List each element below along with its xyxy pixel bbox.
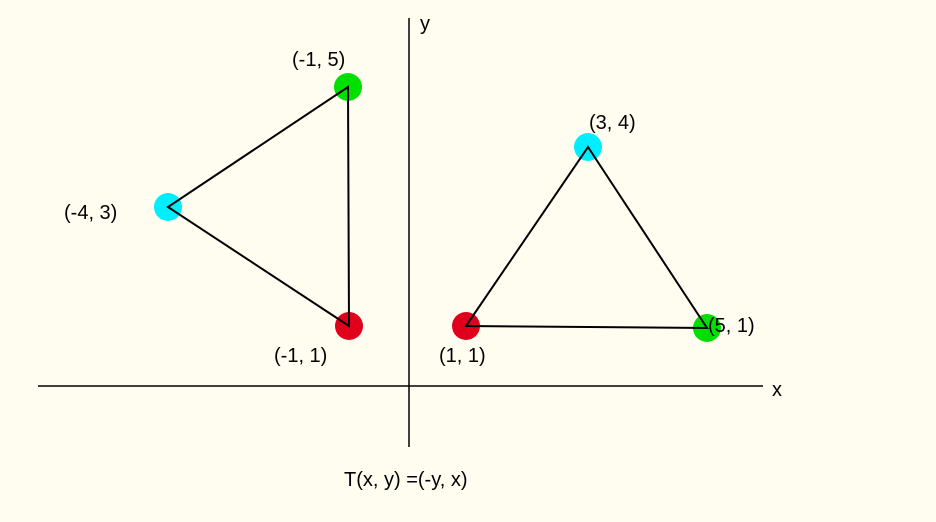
original-triangle-points [452,133,721,342]
label-point-neg4-3: (-4, 3) [64,202,118,224]
image-triangle-points [154,73,363,340]
original-triangle [464,145,709,330]
x-axis-label: x [772,379,782,401]
label-point-1-1: (1, 1) [439,345,486,367]
label-point-neg1-5: (-1, 5) [292,49,346,71]
label-point-neg1-1: (-1, 1) [274,345,328,367]
label-point-3-4: (3, 4) [589,112,636,134]
image-triangle [166,85,351,328]
label-point-5-1: (5, 1) [708,315,755,337]
y-axis-label: y [420,13,430,35]
transformation-rule: T(x, y) =(-y, x) [344,469,468,491]
